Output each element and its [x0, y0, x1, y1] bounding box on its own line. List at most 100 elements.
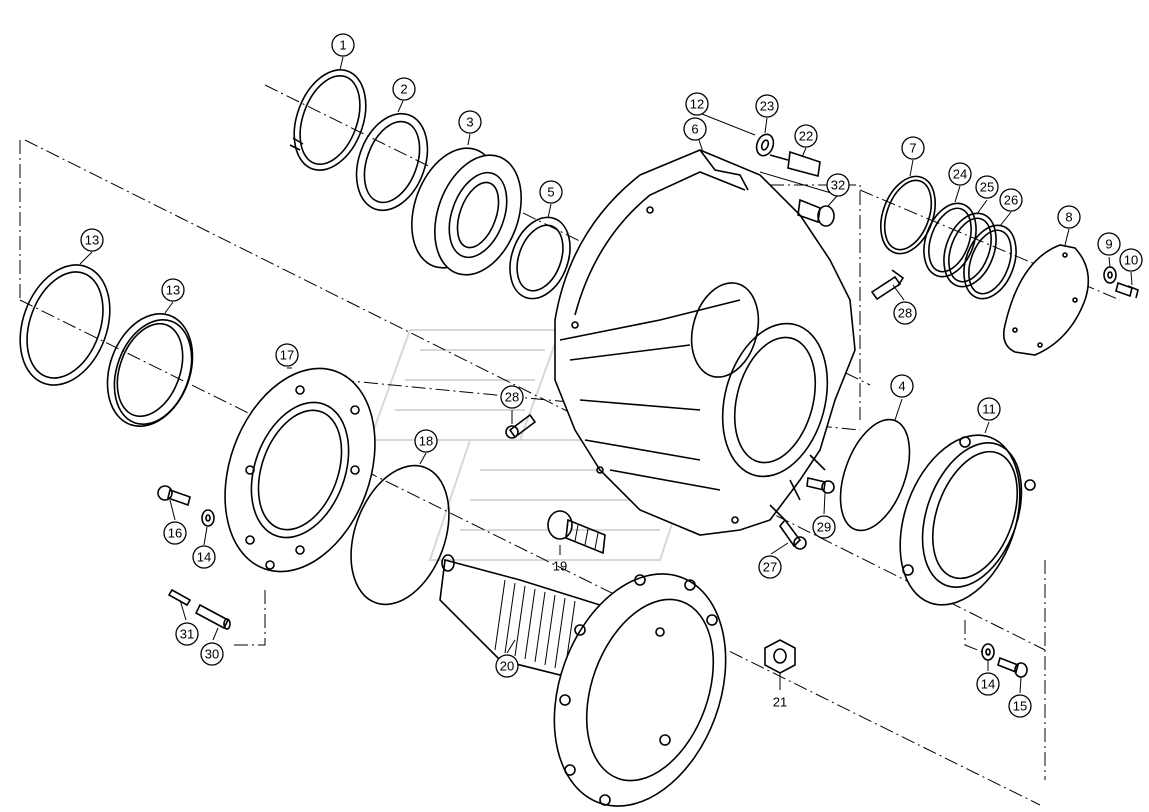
- callout-11-label: 11: [982, 402, 996, 417]
- seal-13b: [106, 313, 194, 427]
- plug-32: [797, 198, 835, 227]
- callout-27: 27: [758, 555, 782, 579]
- seal-part-5: [509, 216, 571, 300]
- callout-1-label: 1: [339, 38, 346, 53]
- callout-30: 30: [200, 642, 224, 666]
- ring-13a: [19, 264, 111, 386]
- callout-26-label: 26: [1004, 193, 1018, 208]
- callout-3: 3: [458, 110, 482, 134]
- callout-8: 8: [1057, 205, 1081, 229]
- callout-20-label: 20: [500, 659, 514, 674]
- callout-30-label: 30: [205, 647, 219, 662]
- housing-part: [554, 149, 856, 536]
- callout-14-right: 14: [976, 672, 1000, 696]
- callout-17: 17: [275, 343, 299, 367]
- screw-29: [806, 477, 835, 494]
- callout-15-label: 15: [1013, 699, 1027, 714]
- callout-10-label: 10: [1124, 253, 1138, 268]
- ring-26: [963, 224, 1017, 300]
- bolt-16: [157, 485, 191, 507]
- ring-25: [943, 212, 997, 288]
- callout-14-left: 14: [192, 545, 216, 569]
- callout-3-label: 3: [466, 115, 473, 130]
- callout-8-label: 8: [1065, 210, 1072, 225]
- gasket-4: [839, 418, 911, 532]
- callout-20: 20: [495, 654, 519, 678]
- callout-25: 25: [975, 175, 999, 199]
- callout-22: 22: [794, 124, 818, 148]
- callout-7: 7: [901, 136, 925, 160]
- o-ring-7: [880, 175, 936, 255]
- callout-27-label: 27: [763, 560, 777, 575]
- label-21: 21: [773, 695, 787, 710]
- callout-10: 10: [1119, 248, 1143, 272]
- callout-2: 2: [392, 77, 416, 101]
- callout-2-label: 2: [400, 82, 407, 97]
- callout-14-left-label: 14: [197, 550, 211, 565]
- retainer-11: [899, 434, 1036, 606]
- callout-11: 11: [977, 397, 1001, 421]
- washer-14-left: [201, 509, 215, 527]
- callout-16: 16: [163, 521, 187, 545]
- callout-31: 31: [175, 622, 199, 646]
- screw-10: [1115, 281, 1139, 299]
- callout-24-label: 24: [953, 167, 967, 182]
- washer-14-right: [981, 643, 995, 661]
- callout-6-label: 6: [691, 122, 698, 137]
- screw-27: [778, 518, 807, 550]
- label-19: 19: [553, 559, 567, 574]
- callout-4-label: 4: [898, 379, 905, 394]
- callout-22-label: 22: [799, 129, 813, 144]
- callout-32-label: 32: [831, 178, 845, 193]
- pin-31: [167, 588, 192, 607]
- callout-9-label: 9: [1105, 237, 1112, 252]
- callout-28-mid: 28: [500, 385, 524, 409]
- callout-23: 23: [755, 94, 779, 118]
- callout-15: 15: [1008, 694, 1032, 718]
- ring-24: [923, 202, 977, 278]
- callout-23-label: 23: [760, 99, 774, 114]
- nut-21: [764, 639, 796, 674]
- callout-13-right-label: 13: [166, 283, 180, 298]
- callout-14-right-label: 14: [981, 677, 995, 692]
- ring-part-2: [355, 112, 429, 212]
- callout-18: 18: [414, 429, 438, 453]
- washer-9: [1103, 266, 1117, 284]
- callout-29: 29: [812, 515, 836, 539]
- callout-5-label: 5: [547, 185, 554, 200]
- flange-17: [224, 367, 376, 573]
- bracket-lines: [19, 140, 1046, 780]
- callout-18-label: 18: [419, 434, 433, 449]
- callout-16-label: 16: [168, 526, 182, 541]
- callout-13-right: 13: [161, 278, 185, 302]
- callout-32: 32: [826, 173, 850, 197]
- pin-30: [194, 603, 231, 630]
- callout-31-label: 31: [180, 627, 194, 642]
- leader-lines: [79, 56, 1133, 694]
- cover-plate-8: [1002, 244, 1090, 356]
- callout-28-mid-label: 28: [505, 390, 519, 405]
- gasket-18: [350, 464, 450, 606]
- callout-7-label: 7: [909, 141, 916, 156]
- screw-28-mid: [505, 413, 537, 439]
- callout-12: 12: [685, 92, 709, 116]
- callout-28-top-label: 28: [898, 306, 912, 321]
- screw-28-top: [870, 269, 905, 301]
- snap-ring-part: [289, 69, 367, 171]
- callout-13-left: 13: [80, 228, 104, 252]
- bearing-part: [411, 147, 522, 276]
- callout-26: 26: [999, 188, 1023, 212]
- callout-6: 6: [683, 117, 707, 141]
- callout-5: 5: [539, 180, 563, 204]
- output-shaft-20: [439, 554, 727, 807]
- callout-17-label: 17: [280, 348, 294, 363]
- callout-29-label: 29: [817, 520, 831, 535]
- callout-24: 24: [948, 162, 972, 186]
- callout-12-label: 12: [690, 97, 704, 112]
- callout-1: 1: [331, 33, 355, 57]
- callout-13-left-label: 13: [85, 233, 99, 248]
- callout-9: 9: [1097, 232, 1121, 256]
- callout-4: 4: [890, 374, 914, 398]
- bolt-19: [547, 510, 606, 555]
